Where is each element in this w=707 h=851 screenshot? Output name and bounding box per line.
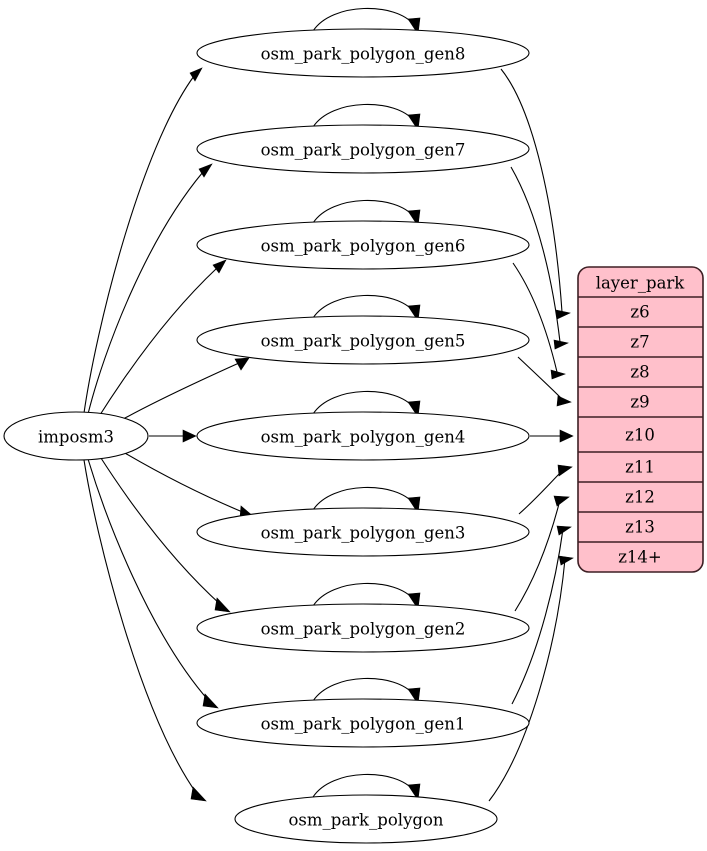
table-row-z14-plus[interactable]: z14+: [618, 548, 662, 567]
node-imposm3[interactable]: imposm3: [3, 411, 149, 461]
node-osm-park-polygon-gen8[interactable]: osm_park_polygon_gen8: [196, 28, 530, 78]
edge-imposm3-to-polygon: [83, 459, 207, 802]
node-label-gen7: osm_park_polygon_gen7: [261, 141, 466, 160]
node-osm-park-polygon-gen7[interactable]: osm_park_polygon_gen7: [196, 124, 530, 174]
node-osm-park-polygon-gen1[interactable]: osm_park_polygon_gen1: [196, 698, 530, 748]
edge-gen5-to-z9: [517, 356, 572, 407]
edge-group-source-to-nodes: [83, 67, 255, 802]
node-osm-park-polygon-gen5[interactable]: osm_park_polygon_gen5: [196, 315, 530, 365]
table-title-layer-park: layer_park: [596, 274, 686, 293]
edge-gen2-to-z12: [514, 495, 570, 612]
edge-imposm3-to-gen5: [115, 357, 250, 424]
node-label-gen4: osm_park_polygon_gen4: [261, 428, 466, 447]
table-row-z6[interactable]: z6: [630, 303, 649, 322]
table-row-z8[interactable]: z8: [630, 363, 649, 382]
node-label-imposm3: imposm3: [38, 428, 114, 447]
edge-imposm3-to-gen4: [149, 429, 197, 443]
edge-imposm3-to-gen8: [83, 67, 203, 414]
table-row-z12[interactable]: z12: [625, 488, 655, 507]
table-row-z10[interactable]: z10: [625, 426, 655, 445]
edge-gen8-to-z6: [500, 68, 571, 320]
node-label-gen5: osm_park_polygon_gen5: [261, 332, 466, 351]
node-osm-park-polygon[interactable]: osm_park_polygon: [234, 794, 498, 844]
node-group-polygons: osm_park_polygon_gen8 osm_park_polygon_g…: [196, 28, 530, 844]
node-osm-park-polygon-gen6[interactable]: osm_park_polygon_gen6: [196, 220, 530, 270]
node-label-gen1: osm_park_polygon_gen1: [261, 715, 466, 734]
table-row-z7[interactable]: z7: [630, 333, 649, 352]
node-osm-park-polygon-gen3[interactable]: osm_park_polygon_gen3: [196, 507, 530, 557]
node-label-gen6: osm_park_polygon_gen6: [261, 237, 466, 256]
edge-imposm3-to-gen6: [97, 259, 227, 419]
edge-polygon-to-z14: [488, 555, 574, 802]
node-label-polygon: osm_park_polygon: [288, 811, 443, 830]
edge-imposm3-to-gen1: [87, 458, 219, 709]
table-row-z9[interactable]: z9: [630, 393, 649, 412]
edge-gen3-to-z11: [518, 464, 573, 515]
node-label-gen8: osm_park_polygon_gen8: [261, 45, 466, 64]
edge-gen1-to-z13: [511, 525, 572, 705]
edge-group-nodes-to-table: [488, 68, 574, 802]
self-loop-polygon: [312, 773, 421, 801]
table-row-z11[interactable]: z11: [625, 458, 655, 477]
edge-gen4-to-z10: [530, 429, 574, 443]
edge-imposm3-to-gen2: [98, 454, 231, 613]
edge-gen7-to-z7: [510, 166, 569, 350]
table-row-z13[interactable]: z13: [625, 518, 655, 537]
edge-gen6-to-z8: [512, 262, 566, 380]
node-osm-park-polygon-gen4[interactable]: osm_park_polygon_gen4: [196, 411, 530, 461]
edge-imposm3-to-gen3: [117, 448, 255, 519]
node-osm-park-polygon-gen2[interactable]: osm_park_polygon_gen2: [196, 603, 530, 653]
node-label-gen3: osm_park_polygon_gen3: [261, 524, 466, 543]
node-label-gen2: osm_park_polygon_gen2: [261, 620, 466, 639]
table-node-layer-park[interactable]: layer_park z6 z7 z8 z9 z10 z11 z12 z13 z…: [577, 266, 704, 573]
edge-imposm3-to-gen7: [87, 163, 213, 415]
